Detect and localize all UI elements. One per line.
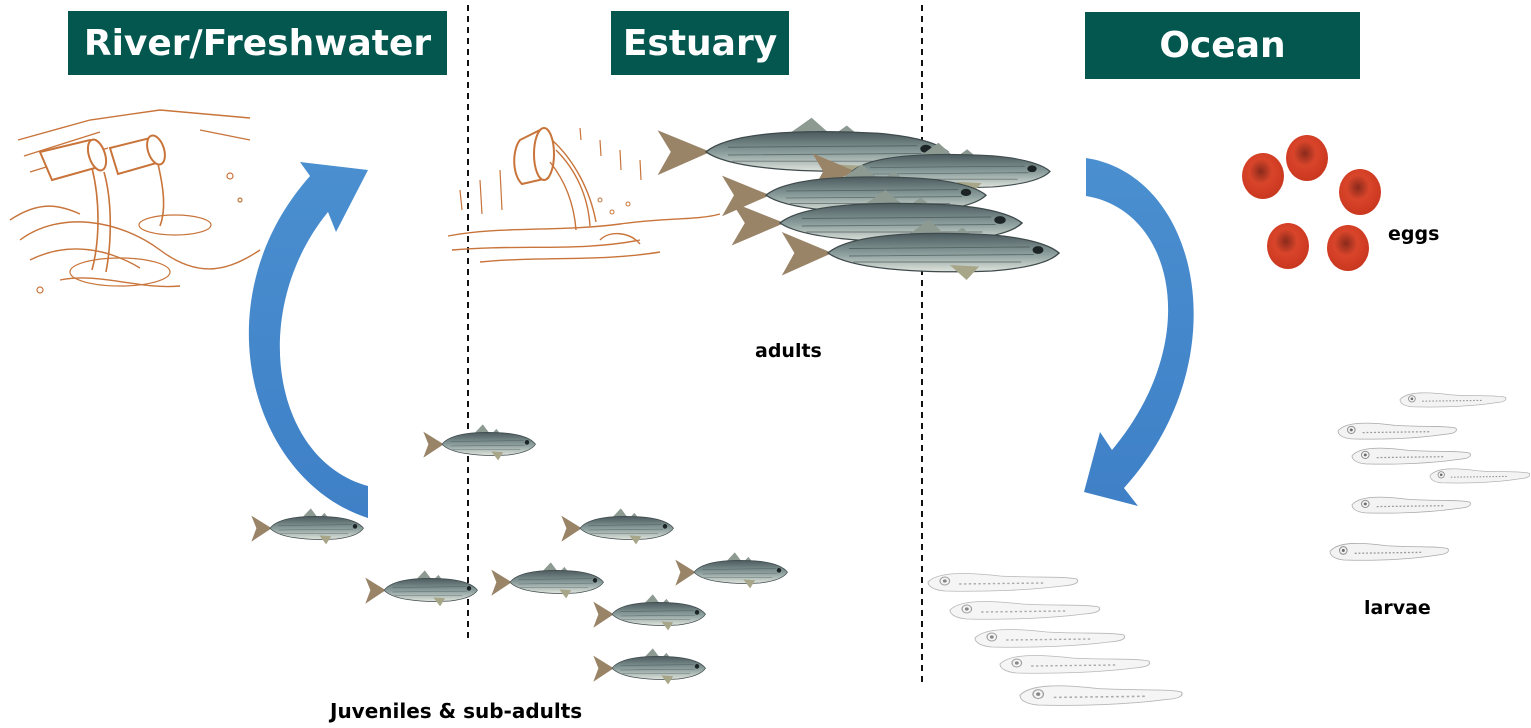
label-adults: adults — [755, 340, 822, 362]
adult-fish-school — [658, 118, 1059, 280]
arrow-adults-to-larvae — [1084, 158, 1194, 506]
larvae-sketches-ocean — [1330, 393, 1530, 560]
arrow-juveniles-to-river — [249, 162, 368, 518]
egg — [1327, 225, 1369, 271]
egg — [1267, 223, 1309, 269]
label-juveniles-sub-adults: Juveniles & sub-adults — [330, 699, 582, 723]
label-larvae: larvae — [1364, 597, 1431, 619]
juvenile-fish-group — [251, 424, 787, 684]
eggs-cluster — [1242, 135, 1381, 271]
outfall-pipes-sketch — [10, 110, 260, 293]
egg — [1286, 135, 1328, 181]
label-eggs: eggs — [1388, 223, 1439, 245]
postlarvae-sketches — [928, 574, 1182, 706]
egg — [1339, 169, 1381, 215]
egg — [1242, 153, 1284, 199]
